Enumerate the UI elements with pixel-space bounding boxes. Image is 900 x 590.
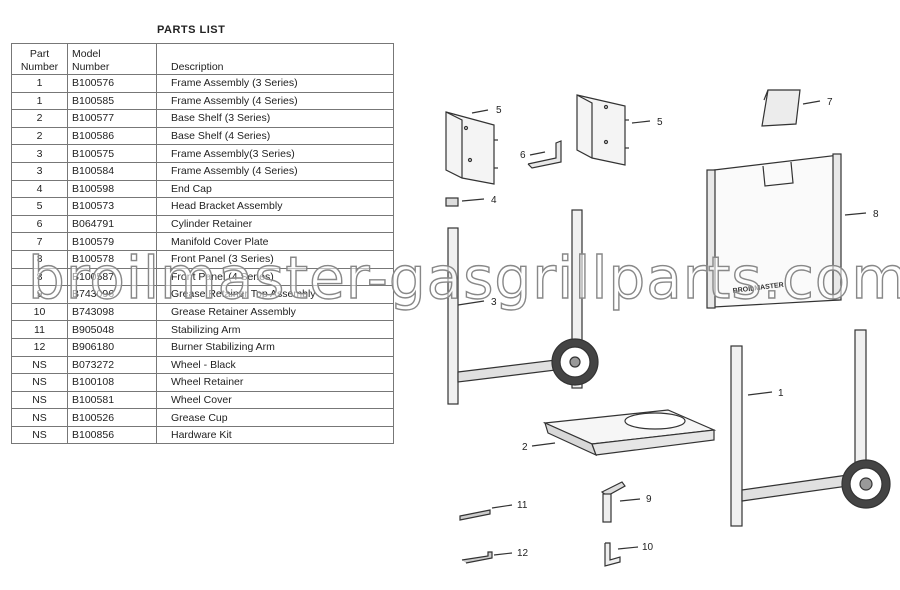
- description-cell: Frame Assembly (3 Series): [156, 74, 394, 93]
- head-bracket-right: [576, 94, 629, 166]
- header-description: Description: [156, 43, 394, 75]
- callout-9: 9: [646, 494, 652, 505]
- callout-8: 8: [873, 209, 879, 220]
- grease-retainer: [604, 542, 621, 567]
- callout-5-left: 5: [496, 105, 502, 116]
- model-number-cell: B743098: [67, 302, 157, 322]
- parts-list-title: PARTS LIST: [157, 24, 226, 36]
- callout-3: 3: [491, 297, 497, 308]
- end-cap: [445, 197, 459, 207]
- manifold-cover-plate: [761, 89, 801, 127]
- callout-5-right: 5: [657, 117, 663, 128]
- model-number-cell: B100856: [67, 425, 157, 445]
- description-cell: Hardware Kit: [156, 425, 394, 445]
- callout-11: 11: [517, 500, 528, 511]
- description-cell: Base Shelf (4 Series): [156, 126, 394, 146]
- front-panel: [706, 153, 842, 309]
- callout-1: 1: [778, 388, 784, 399]
- part-number-cell: NS: [11, 355, 68, 375]
- model-number-cell: B100585: [67, 91, 157, 111]
- grease-retainer-top: [600, 481, 626, 523]
- description-cell: Wheel Cover: [156, 390, 394, 410]
- cylinder-retainer: [527, 140, 562, 169]
- description-cell: Front Panel (4 Series): [156, 267, 394, 287]
- burner-stabilizing-arm: [461, 551, 493, 564]
- base-shelf: [542, 409, 717, 457]
- part-number-cell: NS: [11, 425, 68, 445]
- model-number-cell: B100587: [67, 267, 157, 287]
- description-cell: Frame Assembly (4 Series): [156, 161, 394, 181]
- description-cell: Base Shelf (3 Series): [156, 109, 394, 128]
- callout-10: 10: [642, 542, 654, 553]
- callout-12: 12: [517, 548, 529, 559]
- model-number-cell: B100586: [67, 126, 157, 146]
- frame-assembly-1: [730, 329, 891, 527]
- stabilizing-arm: [459, 509, 491, 521]
- model-number-cell: B100577: [67, 109, 157, 128]
- frame-assembly-3: [447, 209, 599, 405]
- callout-2: 2: [522, 442, 528, 453]
- head-bracket-left: [445, 111, 498, 185]
- callout-6: 6: [520, 150, 526, 161]
- callout-7: 7: [827, 97, 833, 108]
- description-cell: Head Bracket Assembly: [156, 197, 394, 216]
- callout-4: 4: [491, 195, 497, 206]
